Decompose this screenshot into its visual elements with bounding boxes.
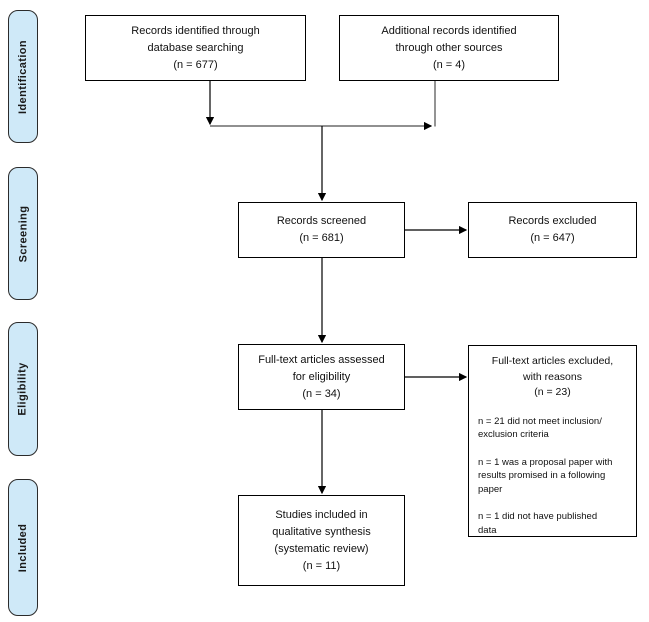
box-studies-included: Studies included in qualitative synthesi…: [238, 495, 405, 586]
stage-label-identification: Identification: [17, 39, 30, 114]
box-fulltext-assessed-text: Full-text articles assessed for eligibil…: [258, 353, 385, 400]
stage-pill-included: Included: [8, 479, 38, 616]
stage-pill-eligibility: Eligibility: [8, 322, 38, 456]
fulltext-excluded-reason-3: n = 1 did not have published data: [478, 511, 598, 536]
stage-pill-screening: Screening: [8, 167, 38, 300]
box-records-excluded-text: Records excluded (n = 647): [508, 215, 597, 244]
stage-label-included: Included: [17, 523, 29, 572]
box-records-excluded: Records excluded (n = 647): [468, 202, 637, 258]
box-fulltext-assessed: Full-text articles assessed for eligibil…: [238, 344, 405, 410]
box-records-screened: Records screened (n = 681): [238, 202, 405, 258]
stage-label-screening: Screening: [17, 205, 30, 262]
stage-pill-identification: Identification: [8, 10, 38, 143]
box-additional-records-text: Additional records identified through ot…: [381, 24, 517, 71]
fulltext-excluded-header: Full-text articles excluded, with reason…: [491, 355, 614, 398]
box-records-screened-text: Records screened (n = 681): [276, 215, 367, 244]
box-additional-records: Additional records identified through ot…: [339, 15, 559, 81]
box-records-identified-text: Records identified through database sear…: [131, 24, 260, 71]
box-studies-included-text: Studies included in qualitative synthesi…: [272, 508, 371, 572]
box-fulltext-excluded: Full-text articles excluded, with reason…: [468, 345, 637, 537]
fulltext-excluded-reason-1: n = 21 did not meet inclusion/ exclusion…: [478, 415, 602, 441]
box-records-identified: Records identified through database sear…: [85, 15, 306, 81]
fulltext-excluded-reason-2: n = 1 was a proposal paper with results …: [478, 456, 613, 495]
stage-label-eligibility: Eligibility: [17, 362, 30, 416]
